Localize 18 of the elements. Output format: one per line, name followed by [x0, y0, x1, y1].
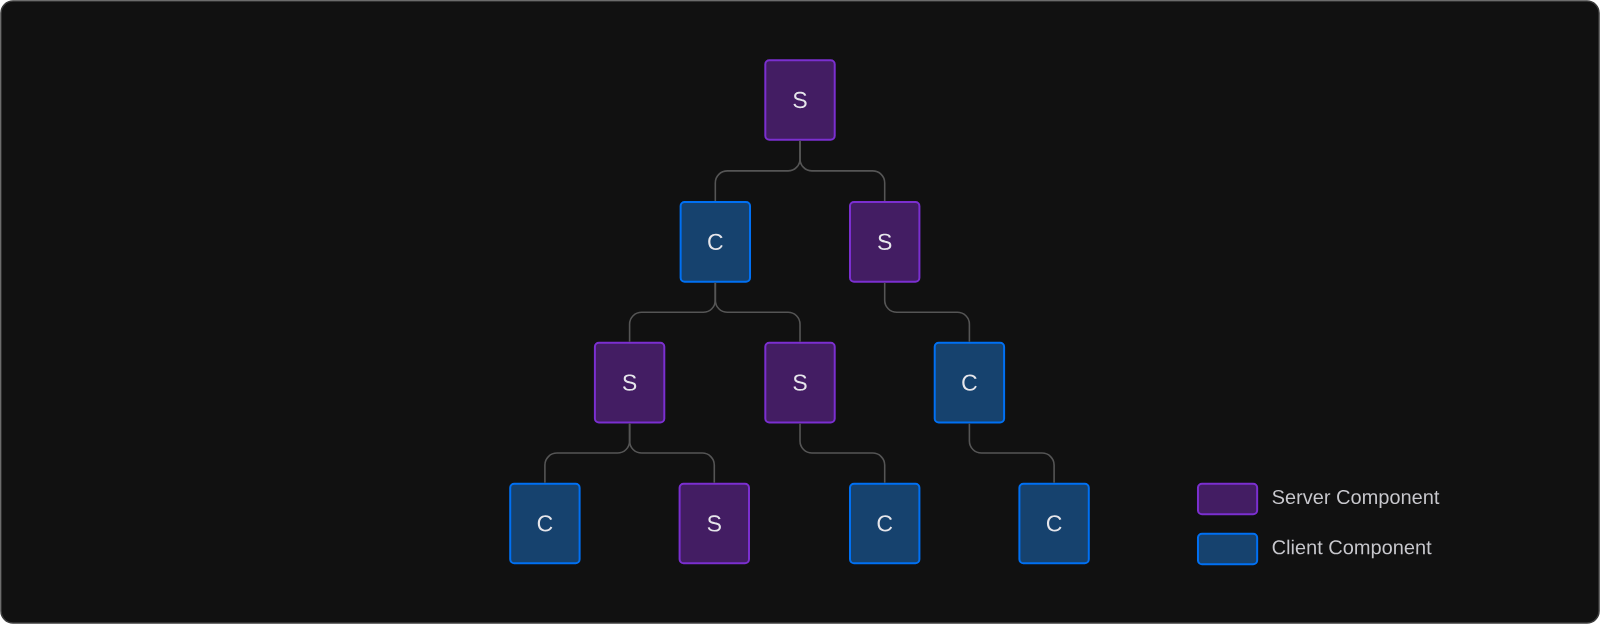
- component-box: S: [849, 201, 921, 283]
- connector-line: [628, 422, 716, 484]
- component-box: S: [764, 59, 836, 141]
- legend-label: Client Component: [1272, 539, 1432, 559]
- component-box: C: [849, 482, 921, 565]
- component-box: S: [764, 341, 836, 424]
- component-box: C: [509, 482, 581, 565]
- component-box: S: [593, 341, 666, 424]
- connector-line: [883, 281, 971, 343]
- component-box: C: [679, 201, 751, 283]
- component-box: C: [933, 341, 1006, 424]
- connector-line: [799, 422, 886, 484]
- legend-label: Server Component: [1272, 489, 1440, 509]
- connector-line: [799, 140, 886, 202]
- component-box: C: [1018, 482, 1090, 565]
- connector-line: [968, 422, 1055, 484]
- connector-line: [714, 281, 801, 343]
- component-box: S: [678, 482, 750, 565]
